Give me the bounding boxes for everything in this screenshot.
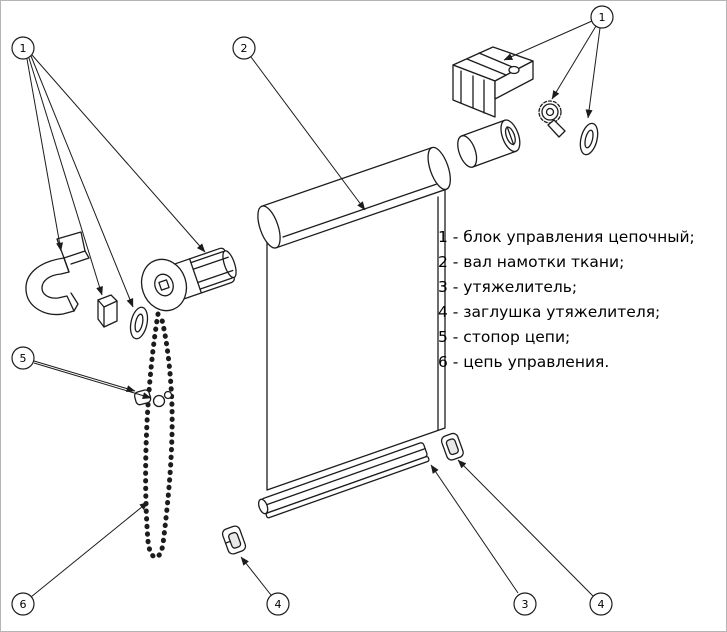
- washer-right: [579, 122, 599, 156]
- callout-1-left-label: 1: [20, 42, 27, 55]
- legend-line-3: 3 - утяжелитель;: [438, 278, 578, 296]
- legend-line-2: 2 - вал намотки ткани;: [438, 253, 625, 271]
- tube: [257, 146, 451, 249]
- weight-bar: [257, 442, 430, 519]
- callout-2: 2: [232, 36, 256, 60]
- chain: [143, 311, 175, 560]
- end-cap-right: [440, 432, 464, 461]
- washer-left: [129, 306, 149, 340]
- sprocket-part: [538, 100, 566, 138]
- clip-part-left: [97, 294, 118, 328]
- callout-3: 3: [513, 592, 537, 616]
- chain-stopper: [133, 389, 173, 408]
- legend-line-1: 1 - блок управления цепочный;: [438, 228, 695, 246]
- end-cap-left: [221, 525, 247, 555]
- callout-4-left-label: 4: [275, 598, 282, 611]
- callout-4-right-label: 4: [598, 598, 605, 611]
- bracket-left: [25, 231, 90, 316]
- leader-lines: [26, 20, 601, 598]
- callout-1-right: 1: [590, 5, 614, 29]
- callout-1-left: 1: [11, 36, 35, 60]
- tube-adapter: [457, 119, 521, 168]
- callout-4-left: 4: [266, 592, 290, 616]
- callout-6-label: 6: [20, 598, 27, 611]
- legend-line-4: 4 - заглушка утяжелителя;: [438, 303, 661, 321]
- legend: 1 - блок управления цепочный; 2 - вал на…: [438, 225, 695, 375]
- legend-line-6: 6 - цепь управления.: [438, 353, 610, 371]
- bracket-right: [452, 46, 534, 118]
- callout-6: 6: [11, 592, 35, 616]
- callout-4-right: 4: [589, 592, 613, 616]
- callout-5: 5: [11, 346, 35, 370]
- legend-line-5: 5 - стопор цепи;: [438, 328, 571, 346]
- control-unit: [140, 247, 237, 312]
- callout-2-label: 2: [241, 42, 248, 55]
- callout-1-right-label: 1: [599, 11, 606, 24]
- callout-3-label: 3: [522, 598, 529, 611]
- callout-5-label: 5: [20, 352, 27, 365]
